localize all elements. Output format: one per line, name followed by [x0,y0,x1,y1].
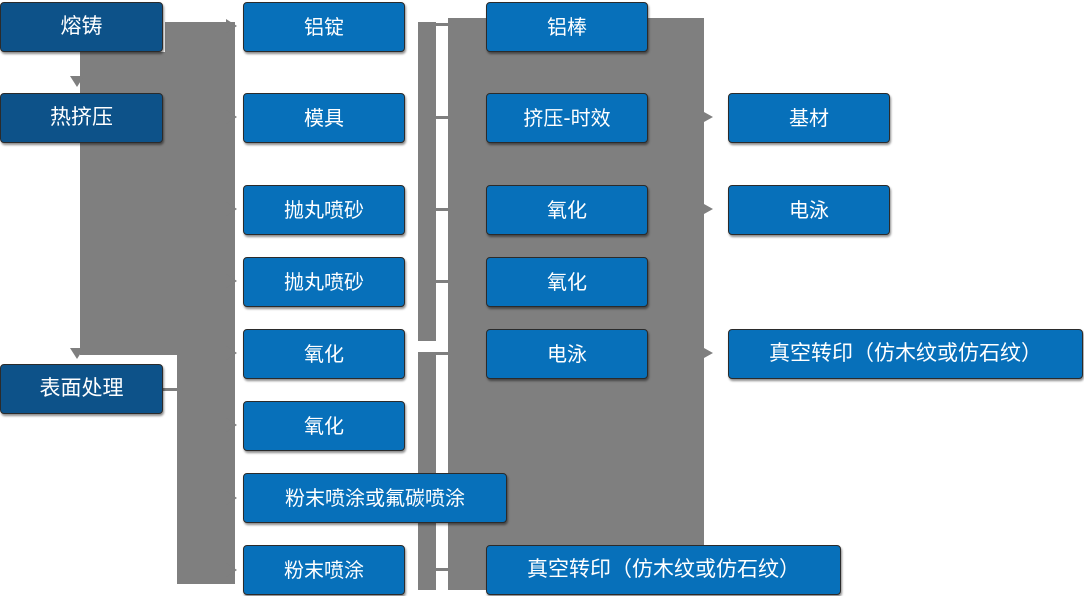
connector-bar-middle-upper [418,22,436,341]
node-label: 抛丸喷砂 [284,198,364,222]
node-label: 电泳 [547,342,587,366]
rail-lubang [434,23,456,26]
node-label: 真空转印（仿木纹或仿石纹） [527,557,800,582]
arrow-to-ludin [226,19,237,33]
node-paowan-1[interactable]: 抛丸喷砂 [243,185,405,235]
node-yanghua-1[interactable]: 氧化 [243,329,405,379]
node-label: 热挤压 [50,105,113,130]
node-rejiya[interactable]: 热挤压 [0,93,163,143]
arrow-to-fenmo [226,563,237,577]
rail-jiya-shi [434,116,456,119]
node-paowan-2[interactable]: 抛丸喷砂 [243,257,405,307]
node-label: 抛丸喷砂 [284,270,364,294]
node-zkzy-1[interactable]: 真空转印（仿木纹或仿石纹） [486,545,841,595]
node-label: 铝锭 [304,15,344,39]
arrow-to-dianyong-2 [704,204,713,214]
arrow-to-fenmo-fu [226,491,237,505]
arrow-to-yanghua-2 [226,418,237,432]
rail-dianyong-1 [434,352,456,355]
node-label: 电泳 [789,198,829,222]
node-jiya-shi[interactable]: 挤压-时效 [486,93,648,143]
node-label: 模具 [304,106,344,130]
node-zkzy-2[interactable]: 真空转印（仿木纹或仿石纹） [728,329,1083,379]
arrow-down-to-rejiya [70,76,84,87]
arrow-to-zkzy-2 [704,348,713,358]
node-fenmo-fu[interactable]: 粉末喷涂或氟碳喷涂 [243,473,507,523]
node-yanghua-4[interactable]: 氧化 [486,257,648,307]
node-muju[interactable]: 模具 [243,93,405,143]
node-jicai[interactable]: 基材 [728,93,890,143]
arrow-to-muju [226,110,237,124]
node-rongzhu[interactable]: 熔铸 [0,2,163,52]
arrow-to-jicai [704,112,713,122]
rail-yanghua-4 [434,280,456,283]
connector-band-left-trunk [80,133,235,355]
arrow-down-to-biaomian [70,348,84,359]
connector-band-left-lower [177,353,235,584]
node-dianyong-2[interactable]: 电泳 [728,185,890,235]
node-label: 挤压-时效 [523,106,611,130]
connector-stub-biaomian [163,388,185,391]
node-ludin[interactable]: 铝锭 [243,2,405,52]
node-label: 真空转印（仿木纹或仿石纹） [769,341,1042,366]
node-label: 粉末喷涂或氟碳喷涂 [285,486,465,510]
node-label: 基材 [789,106,829,130]
node-yanghua-2[interactable]: 氧化 [243,401,405,451]
node-label: 表面处理 [39,376,124,401]
node-yanghua-3[interactable]: 氧化 [486,185,648,235]
arrow-to-paowan-1 [226,202,237,216]
node-fenmo[interactable]: 粉末喷涂 [243,545,405,595]
arrow-to-yanghua-1 [226,346,237,360]
node-lubang[interactable]: 铝棒 [486,2,648,52]
node-label: 氧化 [304,342,344,366]
arrow-to-paowan-2 [226,274,237,288]
node-label: 氧化 [547,270,587,294]
node-label: 氧化 [547,198,587,222]
node-dianyong-1[interactable]: 电泳 [486,329,648,379]
connector-band-left-top [165,22,235,54]
connector-bar-middle-lower [418,352,436,590]
node-biaomian[interactable]: 表面处理 [0,364,163,414]
rail-zkzy-1 [434,568,456,571]
node-label: 铝棒 [547,15,587,39]
node-label: 熔铸 [60,14,103,39]
node-label: 粉末喷涂 [284,558,364,582]
node-label: 氧化 [304,414,344,438]
rail-yanghua-3 [434,208,456,211]
